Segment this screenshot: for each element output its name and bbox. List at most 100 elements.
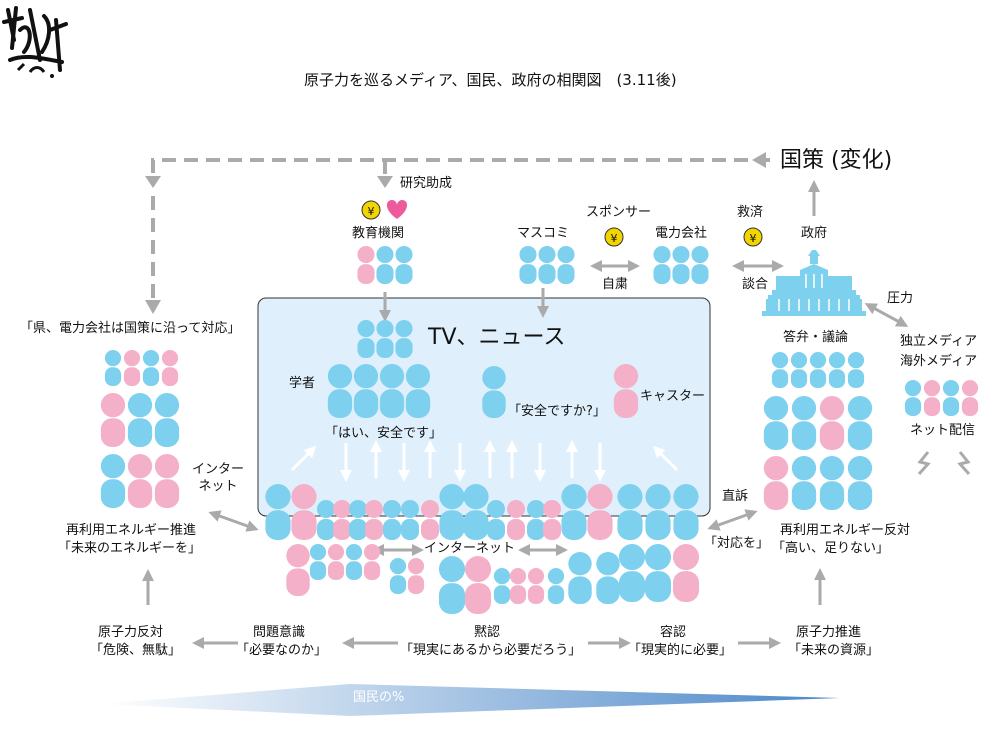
relation-arrows <box>142 180 826 649</box>
arrowhead <box>752 152 766 168</box>
svg-text:¥: ¥ <box>368 205 375 218</box>
person-figure <box>395 246 413 284</box>
person-figure <box>407 558 425 594</box>
person-figure <box>763 396 789 450</box>
person-figure <box>365 500 383 540</box>
person-figure <box>618 544 646 602</box>
person-figure <box>123 350 141 386</box>
mass-media-label: マスコミ <box>517 226 570 241</box>
respond-quote: 「対応を」 <box>704 536 770 551</box>
person-figure <box>673 484 699 540</box>
research-grant-label: 研究助成 <box>400 176 453 191</box>
person-figure <box>645 484 671 540</box>
person-figure <box>561 484 587 540</box>
diagram-title: 原子力を巡るメディア、国民、政府の相関図 (3.11後) <box>304 71 677 89</box>
sponsor-label: スポンサー <box>586 205 652 220</box>
person-figure <box>672 246 690 284</box>
person-figure <box>438 556 466 614</box>
arrowhead <box>145 300 161 314</box>
person-figure <box>395 320 413 358</box>
person-figure <box>527 500 545 540</box>
two-way-arrows <box>208 260 909 556</box>
promote-quote: 「未来のエネルギーを」 <box>58 541 202 556</box>
person-figure <box>847 456 873 510</box>
person-figure <box>421 500 439 540</box>
person-figure <box>127 454 153 508</box>
person-figure <box>587 484 613 540</box>
person-figure <box>519 246 537 284</box>
direct-appeal-label: 直訴 <box>722 489 749 504</box>
tv-news-label: TV、ニュース <box>428 325 566 350</box>
person-figure <box>100 454 126 508</box>
person-figure <box>493 568 511 604</box>
person-figure <box>961 380 979 416</box>
net-stream-label: ネット配信 <box>910 423 976 438</box>
person-figure <box>317 500 335 540</box>
arrowhead <box>377 176 393 188</box>
person-figure <box>942 380 960 416</box>
yen-coin-icon: ¥ <box>604 227 624 247</box>
relief-label: 救済 <box>737 205 764 220</box>
person-figure <box>357 246 375 284</box>
person-figure <box>847 352 865 388</box>
collusion-label: 談合 <box>742 277 769 292</box>
stance-title: 黙認 <box>474 625 501 640</box>
foreign-media-label: 海外メディア <box>900 354 978 369</box>
person-figure <box>100 393 126 447</box>
person-figure <box>771 352 789 388</box>
person-figure <box>791 456 817 510</box>
independent-media-label: 独立メディア <box>900 334 978 349</box>
internet-label-center: インターネット <box>424 541 516 556</box>
person-figure <box>790 352 808 388</box>
scholar-label: 学者 <box>289 376 316 391</box>
prefecture-quote: 「県、電力会社は国策に沿って対応」 <box>20 321 241 336</box>
signal-icon <box>917 451 971 476</box>
person-figure <box>763 456 789 510</box>
signature-icon <box>2 6 68 78</box>
person-figure <box>596 552 620 604</box>
stance-quote: 「必要なのか」 <box>236 643 328 658</box>
person-figure <box>791 396 817 450</box>
svg-text:¥: ¥ <box>611 232 618 245</box>
national-policy-label: 国策 (変化) <box>780 148 893 173</box>
person-figure <box>353 364 379 418</box>
person-figure <box>543 500 561 540</box>
person-figure <box>487 500 505 540</box>
person-figure <box>672 544 700 602</box>
person-figure <box>104 350 122 386</box>
stance-quote: 「危険、無駄」 <box>90 643 182 658</box>
caster-question: 「安全ですか?」 <box>508 404 606 419</box>
stance-quote: 「現実的に必要」 <box>628 643 733 658</box>
feedback-white-arrows <box>290 440 679 482</box>
yen-coin-icon: ¥ <box>361 200 381 220</box>
stance-title: 原子力反対 <box>98 625 164 640</box>
scholar-quote: 「はい、安全です」 <box>325 426 443 441</box>
oppose-title: 再利用エネルギー反対 <box>780 523 911 538</box>
person-figure <box>904 380 922 416</box>
power-company-label: 電力会社 <box>655 226 708 241</box>
diet-building-icon <box>762 250 866 316</box>
person-figure <box>644 544 672 602</box>
debate-label: 答弁・議論 <box>783 330 849 345</box>
person-figure <box>389 558 407 594</box>
person-figure <box>819 396 845 450</box>
person-figure <box>547 568 565 604</box>
person-figure <box>613 364 639 418</box>
person-figure <box>401 500 419 540</box>
person-figure <box>376 246 394 284</box>
person-figure <box>376 320 394 358</box>
person-figure <box>482 366 506 418</box>
person-figure <box>357 320 375 358</box>
person-figure <box>527 568 545 604</box>
person-figure <box>379 364 405 418</box>
oppose-quote: 「高い、足りない」 <box>772 541 890 556</box>
stance-quote: 「現実にあるから必要だろう」 <box>400 643 582 658</box>
person-figure <box>127 393 153 447</box>
stance-title: 問題意識 <box>253 625 306 640</box>
person-figure <box>383 500 401 540</box>
person-figure <box>463 484 489 540</box>
person-figure <box>309 544 327 580</box>
pressure-label: 圧力 <box>887 291 914 306</box>
